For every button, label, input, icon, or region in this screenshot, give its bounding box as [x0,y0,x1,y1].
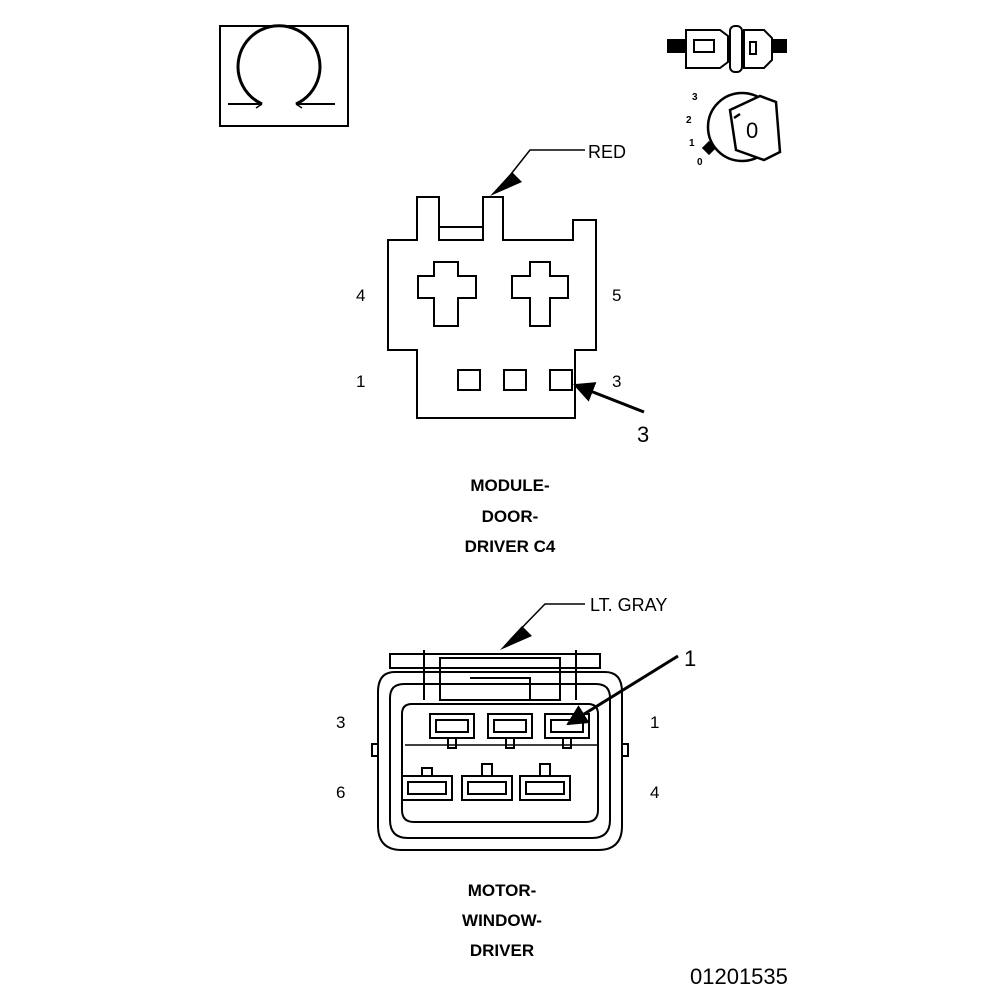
motor-pointer-callout: 1 [684,646,697,671]
module-name-line-1: MODULE- [470,476,550,495]
module-name-line-3: DRIVER C4 [464,537,556,556]
motor-pin-1-label: 1 [650,713,660,732]
motor-name-line-2: WINDOW- [462,911,542,930]
module-pointer-callout: 3 [637,422,650,447]
module-pin-3-label: 3 [612,372,622,391]
motor-pin-3-label: 3 [336,713,346,732]
module-pin-1-label: 1 [356,372,366,391]
motor-pin-6-label: 6 [336,783,346,802]
module-pin-4-label: 4 [356,286,366,305]
ignition-key-icon [701,91,782,163]
module-pin-5-label: 5 [612,286,622,305]
omega-meter-icon [219,24,349,127]
motor-pin-4-label: 4 [650,783,660,802]
motor-name-line-1: MOTOR- [467,881,537,900]
ignition-position-1: 1 [689,138,695,149]
motor-wire-color-label: LT. GRAY [590,595,668,615]
connector-halves-icon [667,25,787,73]
module-door-driver-connector [387,149,645,419]
ignition-position-0: 0 [697,157,703,168]
motor-name-line-3: DRIVER [469,941,535,960]
ignition-key-label: 0 [746,118,759,143]
figure-number: 01201535 [690,964,788,989]
module-wire-color-label: RED [588,142,627,162]
ignition-position-2: 2 [686,115,692,126]
motor-window-driver-connector [371,603,679,851]
module-name-line-2: DOOR- [481,507,539,526]
ignition-position-3: 3 [692,92,698,103]
